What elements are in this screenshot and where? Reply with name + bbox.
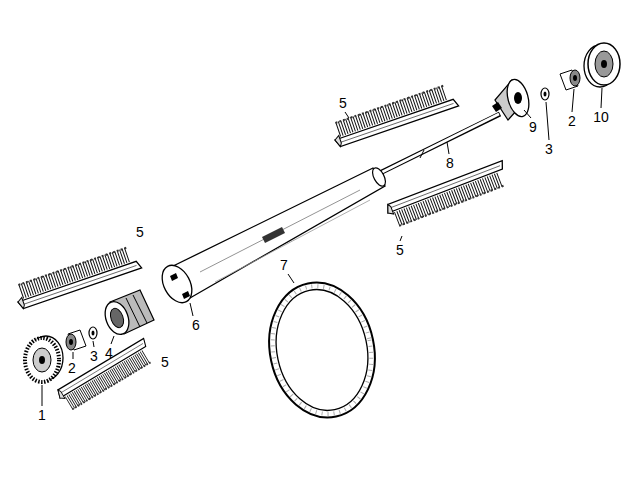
callout-number: 1 <box>38 407 46 423</box>
pulley <box>25 336 63 382</box>
washer <box>541 88 549 100</box>
callout-number: 5 <box>396 242 404 258</box>
bearing <box>101 290 154 338</box>
bushing <box>66 330 86 350</box>
callout-number: 3 <box>90 348 98 364</box>
callout-number: 9 <box>529 119 537 135</box>
callout-number: 5 <box>136 224 144 240</box>
washer <box>89 327 97 339</box>
drive-belt <box>257 273 387 428</box>
callout-number: 4 <box>105 345 113 361</box>
callout-number: 3 <box>545 141 553 157</box>
brush-strip <box>330 83 459 147</box>
leader-lines <box>42 88 602 406</box>
brushroll-tube <box>156 166 388 308</box>
end-cap <box>492 77 533 120</box>
wheel <box>584 43 620 87</box>
callout-number: 5 <box>339 95 347 111</box>
callout-number: 5 <box>161 354 169 370</box>
callout-number: 2 <box>68 360 76 376</box>
bushing <box>560 70 580 90</box>
callout-number: 10 <box>593 109 609 125</box>
callout-number: 7 <box>280 257 288 273</box>
callout-number: 6 <box>192 317 200 333</box>
callout-number: 8 <box>446 155 454 171</box>
callout-number: 2 <box>568 113 576 129</box>
